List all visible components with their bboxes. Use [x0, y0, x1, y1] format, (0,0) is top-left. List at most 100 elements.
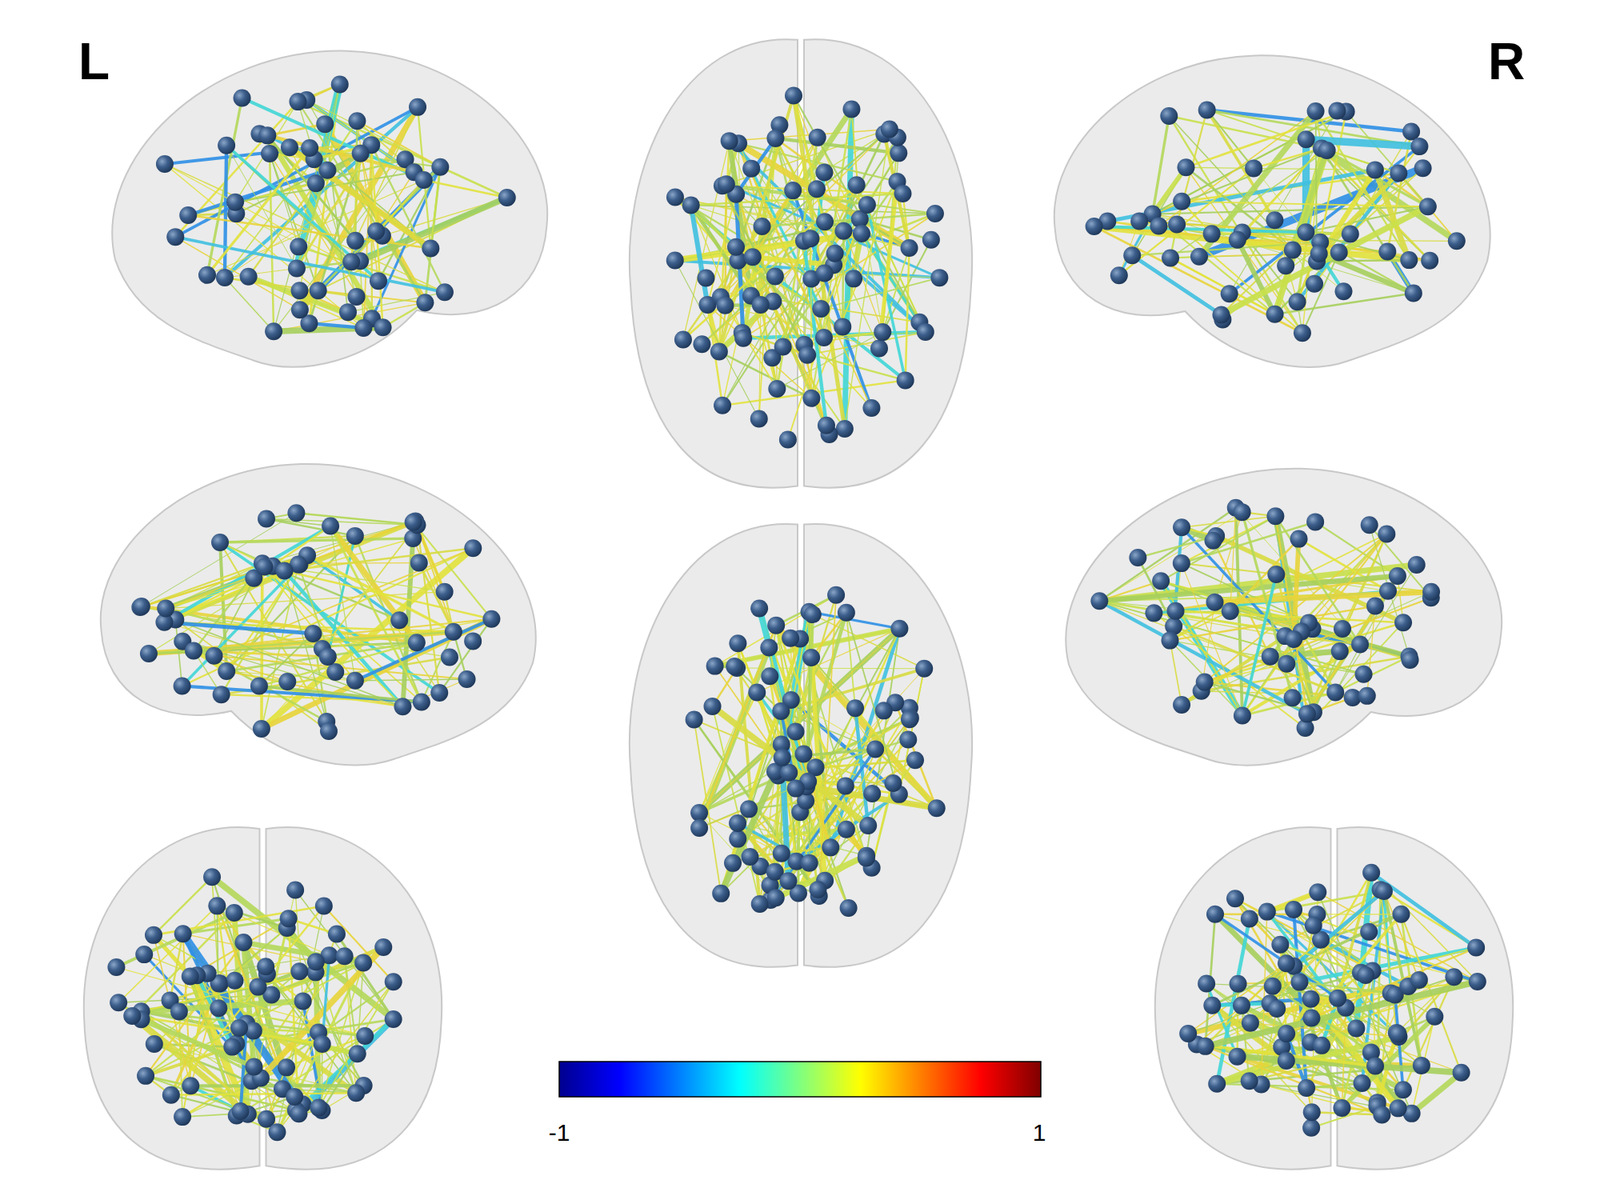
- region-node: [1389, 1099, 1408, 1117]
- region-node: [1360, 923, 1378, 941]
- region-node: [1220, 284, 1239, 303]
- region-node: [458, 670, 476, 688]
- region-node: [280, 138, 299, 156]
- region-node: [252, 720, 271, 738]
- region-node: [880, 120, 899, 138]
- connection-line: [1369, 524, 1432, 598]
- region-node: [1328, 102, 1346, 120]
- hemisphere-label: R: [1488, 36, 1525, 88]
- region-node: [1203, 224, 1221, 243]
- region-node: [716, 296, 734, 315]
- brain-surface: [1054, 55, 1491, 368]
- connection-line: [1302, 252, 1340, 334]
- region-node: [156, 599, 175, 617]
- connection-line: [1341, 1008, 1346, 1108]
- region-node: [889, 144, 908, 162]
- region-node: [354, 319, 372, 337]
- region-node: [685, 711, 704, 729]
- region-node: [181, 967, 200, 985]
- region-node: [1353, 1074, 1372, 1092]
- region-node: [1422, 583, 1440, 601]
- region-node: [436, 283, 454, 301]
- region-node: [289, 1104, 308, 1123]
- region-node: [216, 268, 234, 287]
- region-node: [1123, 246, 1141, 264]
- region-node: [421, 239, 440, 257]
- region-node: [198, 266, 216, 284]
- region-node: [225, 904, 244, 922]
- connection-line: [1230, 508, 1236, 612]
- region-node: [1452, 1064, 1471, 1082]
- connection-line: [1350, 168, 1424, 234]
- region-node: [893, 184, 912, 203]
- region-node: [336, 947, 354, 965]
- region-node: [1221, 602, 1240, 620]
- region-node: [852, 224, 871, 243]
- connection-line: [164, 520, 416, 622]
- region-node: [772, 702, 790, 720]
- connection-line: [769, 676, 831, 848]
- region-node: [1284, 688, 1302, 707]
- region-node: [816, 264, 834, 283]
- region-node: [928, 799, 946, 817]
- connection-line: [1099, 508, 1236, 601]
- region-node: [294, 992, 312, 1010]
- connection-line: [1181, 636, 1285, 705]
- connection-line: [844, 128, 890, 429]
- region-node: [290, 281, 308, 300]
- region-node: [1241, 1014, 1260, 1032]
- region-node: [1233, 503, 1252, 521]
- region-node: [1258, 903, 1276, 921]
- region-node: [1228, 1048, 1247, 1066]
- connection-line: [116, 912, 234, 968]
- region-node: [1326, 683, 1344, 701]
- connection-line: [1099, 600, 1352, 698]
- connection-line: [707, 304, 812, 399]
- region-node: [132, 597, 151, 616]
- connection-line: [1306, 139, 1430, 260]
- region-node: [1377, 525, 1396, 544]
- region-node: [415, 171, 433, 189]
- region-node: [1090, 592, 1108, 610]
- connection-line: [296, 512, 417, 525]
- connection-line: [783, 133, 885, 347]
- region-node: [906, 751, 924, 769]
- connection-line: [1293, 909, 1397, 1033]
- region-node: [1276, 256, 1295, 275]
- region-node: [1172, 518, 1191, 536]
- region-node: [772, 844, 791, 863]
- region-node: [240, 268, 258, 286]
- region-node: [800, 854, 819, 872]
- region-node: [1372, 1106, 1391, 1124]
- region-node: [915, 660, 933, 678]
- region-node: [900, 239, 919, 257]
- region-node: [288, 259, 306, 277]
- region-node: [289, 237, 308, 256]
- region-node: [408, 98, 427, 116]
- region-node: [250, 677, 268, 696]
- region-node: [666, 188, 684, 207]
- connection-line: [355, 619, 492, 681]
- connection-line: [1320, 111, 1346, 242]
- region-node: [287, 504, 305, 522]
- region-node: [750, 410, 768, 428]
- brain-surface: [1155, 827, 1332, 1170]
- region-node: [1198, 100, 1216, 119]
- connection-line: [1196, 940, 1321, 1045]
- region-node: [1362, 864, 1380, 882]
- region-node: [233, 88, 252, 107]
- region-node: [766, 268, 784, 286]
- region-node: [1305, 275, 1324, 293]
- connection-line: [775, 138, 835, 254]
- connection-line: [193, 563, 263, 651]
- connection-line: [1152, 214, 1276, 315]
- connection-line: [1204, 597, 1432, 682]
- connection-line: [182, 641, 327, 722]
- region-node: [1306, 512, 1324, 531]
- region-node: [482, 610, 500, 628]
- region-node: [1152, 572, 1170, 590]
- region-node: [836, 420, 854, 438]
- region-node: [1297, 130, 1316, 148]
- region-node: [1308, 883, 1327, 901]
- region-node: [374, 938, 392, 956]
